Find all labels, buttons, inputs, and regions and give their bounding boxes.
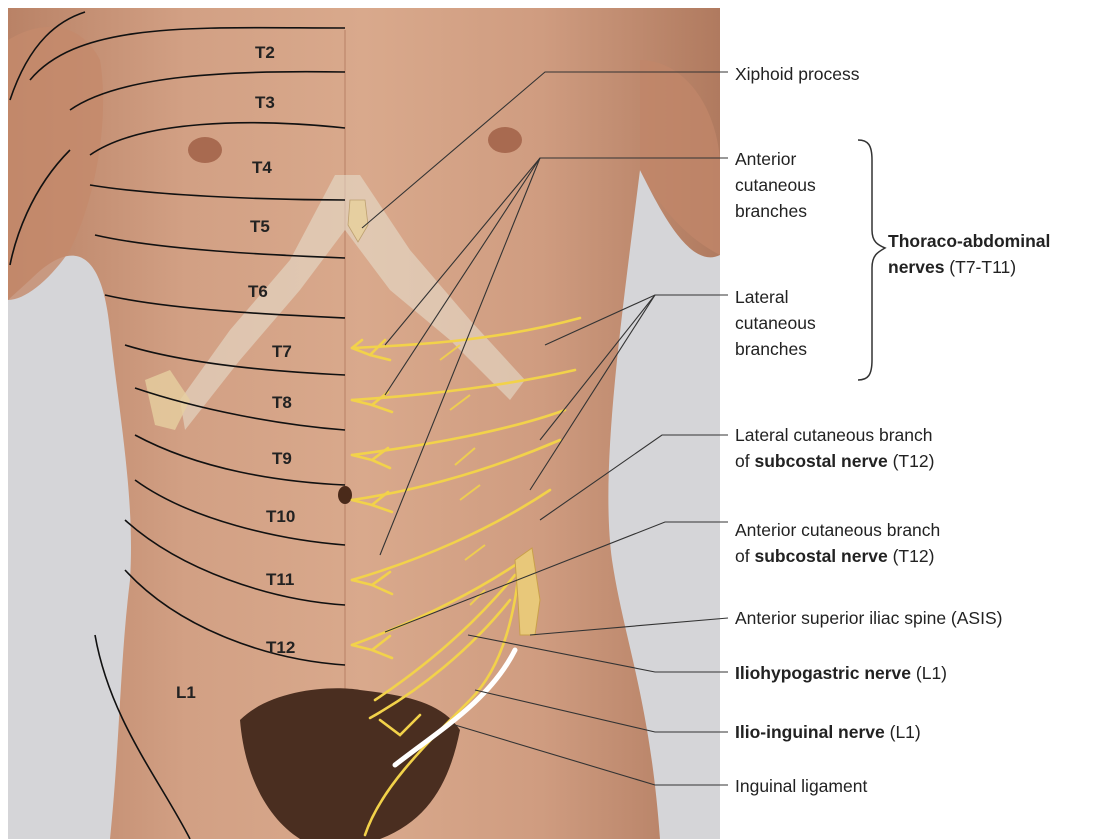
seg-t12: T12 [266,638,295,657]
seg-t10: T10 [266,507,295,526]
thoraco-bold-1: Thoraco-abdominal [888,231,1050,251]
ilioi-bold: Ilio-inguinal nerve [735,722,885,742]
seg-t4: T4 [252,158,272,177]
label-anterior-cutaneous-branches: Anterior cutaneous branches [735,146,816,224]
right-nipple [488,127,522,153]
seg-t5: T5 [250,217,270,236]
seg-t7: T7 [272,342,292,361]
ilioh-rest: (L1) [911,663,947,683]
ant-sub-line1: Anterior cutaneous branch [735,517,940,543]
label-anterior-subcostal: Anterior cutaneous branch of subcostal n… [735,517,940,569]
ant-sub-2b: subcostal nerve [754,546,887,566]
lateral-cut-line1: Lateral [735,284,816,310]
lat-sub-line1: Lateral cutaneous branch [735,422,934,448]
bracket [858,140,885,380]
seg-t6: T6 [248,282,268,301]
ant-sub-2c: (T12) [888,546,935,566]
navel [338,486,352,504]
label-xiphoid-process: Xiphoid process [735,61,860,87]
thoraco-rest: (T7-T11) [944,257,1016,277]
lateral-cut-line2: cutaneous [735,310,816,336]
lateral-cut-line3: branches [735,336,816,362]
seg-t8: T8 [272,393,292,412]
ilioi-rest: (L1) [885,722,921,742]
label-lateral-subcostal: Lateral cutaneous branch of subcostal ne… [735,422,934,474]
anterior-cut-line1: Anterior [735,146,816,172]
lat-sub-2b: subcostal nerve [754,451,887,471]
label-asis: Anterior superior iliac spine (ASIS) [735,605,1002,631]
seg-t9: T9 [272,449,292,468]
left-nipple [188,137,222,163]
label-inguinal-ligament: Inguinal ligament [735,773,867,799]
label-iliohypogastric-nerve: Iliohypogastric nerve (L1) [735,660,947,686]
seg-t11: T11 [266,570,294,589]
ant-sub-2a: of [735,546,754,566]
anterior-cut-line2: cutaneous [735,172,816,198]
label-ilio-inguinal-nerve: Ilio-inguinal nerve (L1) [735,719,921,745]
label-lateral-cutaneous-branches: Lateral cutaneous branches [735,284,816,362]
label-thoraco-abdominal-nerves: Thoraco-abdominal nerves (T7-T11) [888,228,1050,280]
lat-sub-2a: of [735,451,754,471]
thoraco-bold-2: nerves [888,257,944,277]
ilioh-bold: Iliohypogastric nerve [735,663,911,683]
lat-sub-2c: (T12) [888,451,935,471]
seg-l1: L1 [176,683,196,702]
anterior-cut-line3: branches [735,198,816,224]
seg-t3: T3 [255,93,275,112]
seg-t2: T2 [255,43,275,62]
